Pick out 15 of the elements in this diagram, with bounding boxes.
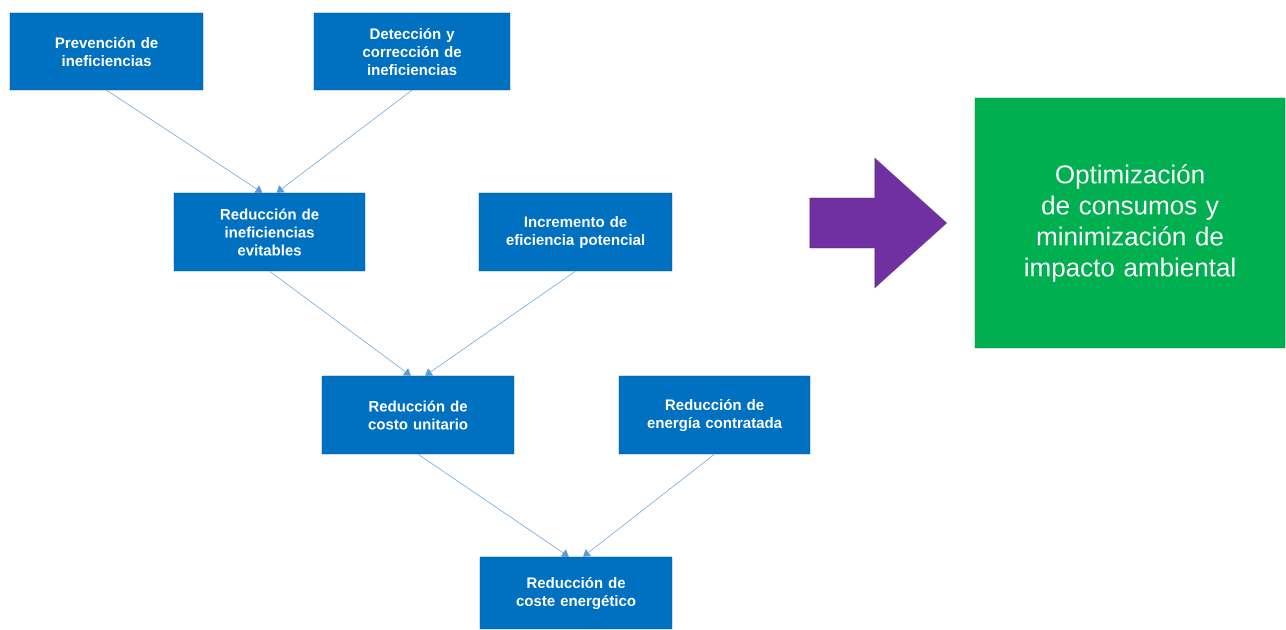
- arrow: [583, 453, 715, 557]
- arrow: [417, 453, 569, 557]
- arrow: [269, 270, 411, 376]
- process-box: Reducción de ineficiencias evitables: [173, 192, 366, 272]
- arrow: [276, 89, 413, 193]
- process-box: Optimización de consumos y minimización de impacto ambiental: [974, 97, 1286, 349]
- process-box: Incremento de eficiencia potencial: [478, 192, 673, 272]
- arrow: [106, 89, 263, 193]
- process-box: Reducción de energía contratada: [618, 375, 811, 455]
- arrow: [425, 270, 576, 376]
- process-box: Reducción de coste energético: [479, 556, 673, 630]
- process-box: Detección y corrección de ineficiencias: [313, 12, 511, 91]
- process-box: Prevención de ineficiencias: [9, 12, 204, 91]
- block-arrow: [809, 157, 947, 289]
- process-box: Reducción de costo unitario: [321, 375, 515, 455]
